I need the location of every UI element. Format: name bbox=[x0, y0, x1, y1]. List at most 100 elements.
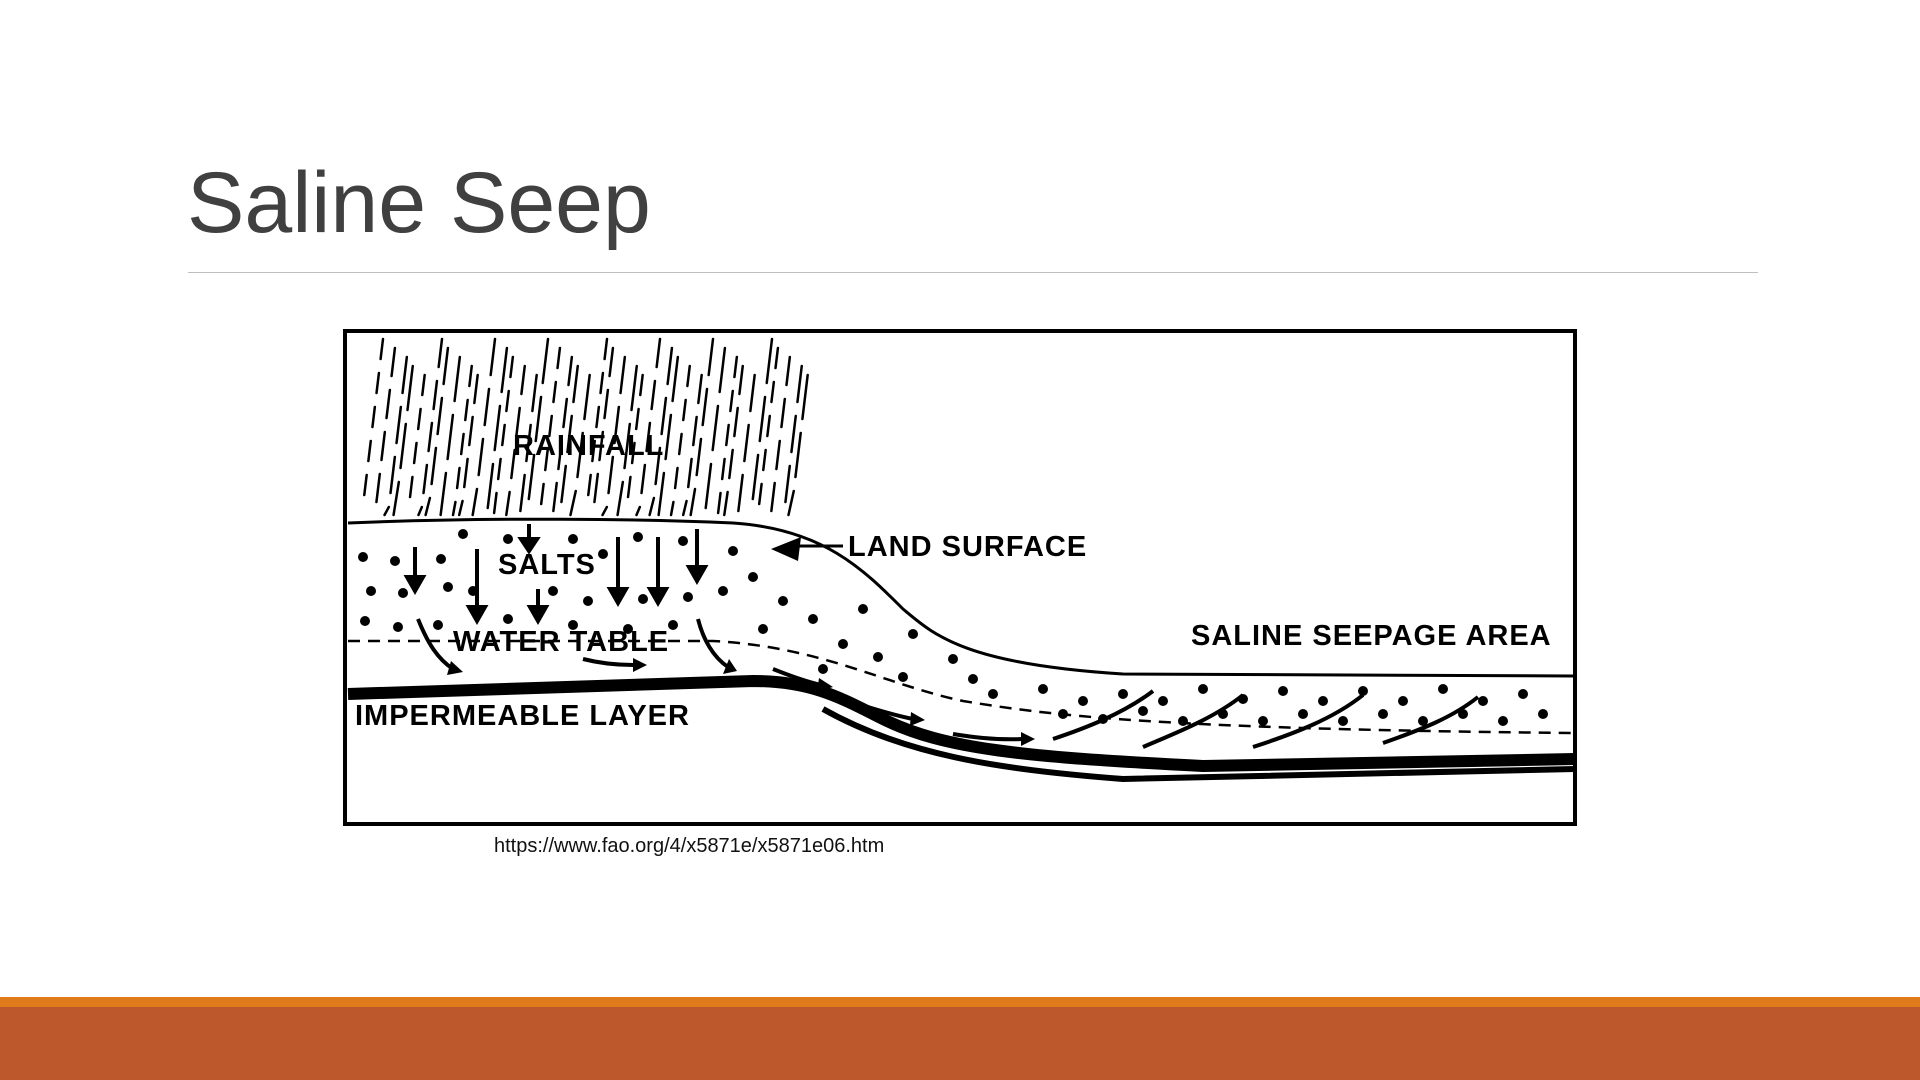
rain-streak bbox=[692, 415, 698, 447]
rain-streak bbox=[390, 346, 397, 378]
salt-dot bbox=[838, 639, 848, 649]
rain-streak bbox=[784, 464, 792, 504]
rain-streak bbox=[430, 446, 438, 486]
rain-streak bbox=[603, 337, 609, 361]
rain-streak bbox=[496, 457, 502, 481]
salt-dot bbox=[668, 620, 678, 630]
salt-dot bbox=[898, 672, 908, 682]
rain-streak bbox=[599, 371, 605, 395]
rain-streak bbox=[723, 490, 729, 517]
saline-seep-diagram: RAINFALL LAND SURFACE SALTS WATER TABLE … bbox=[343, 329, 1577, 826]
rain-streak bbox=[616, 480, 625, 517]
rain-streak bbox=[552, 481, 558, 513]
rain-streak bbox=[471, 487, 479, 517]
label-land-surface: LAND SURFACE bbox=[848, 531, 1087, 563]
rain-streak bbox=[758, 395, 767, 443]
rain-streak bbox=[576, 431, 584, 479]
rainfall-streaks bbox=[363, 337, 809, 517]
rain-streak bbox=[591, 439, 597, 463]
rain-streak bbox=[492, 491, 498, 515]
salt-dot bbox=[398, 588, 408, 598]
rain-streak bbox=[738, 364, 745, 396]
salt-dot bbox=[503, 614, 513, 624]
rain-streak bbox=[389, 455, 397, 495]
rain-streak bbox=[686, 364, 692, 388]
rain-streak bbox=[442, 346, 450, 386]
rain-streak bbox=[375, 472, 382, 504]
rain-streak bbox=[548, 414, 554, 438]
rain-streak bbox=[468, 415, 474, 447]
salt-dot bbox=[443, 582, 453, 592]
rain-streak bbox=[639, 373, 644, 397]
salt-dot bbox=[1278, 686, 1288, 696]
rain-streak bbox=[534, 395, 543, 443]
rain-streak bbox=[477, 437, 485, 477]
slide-title: Saline Seep bbox=[187, 155, 651, 251]
rain-streak bbox=[704, 462, 713, 510]
salt-dot bbox=[1338, 716, 1348, 726]
salt-dot bbox=[1158, 696, 1168, 706]
salt-dot bbox=[1358, 686, 1368, 696]
rain-streak bbox=[509, 355, 515, 379]
rain-streak bbox=[439, 471, 448, 517]
rain-streak bbox=[725, 423, 730, 447]
rain-streak bbox=[527, 453, 536, 501]
rain-streak bbox=[416, 407, 422, 431]
salt-dot bbox=[358, 552, 368, 562]
rain-streak bbox=[593, 472, 600, 504]
rain-streak bbox=[395, 405, 403, 445]
rain-streak bbox=[673, 466, 679, 490]
rain-streak bbox=[660, 396, 668, 436]
salt-dot bbox=[948, 654, 958, 664]
rain-streak bbox=[380, 430, 387, 462]
salt-dot bbox=[1498, 716, 1508, 726]
rain-streak bbox=[539, 482, 545, 506]
salt-dot bbox=[1538, 709, 1548, 719]
rain-streak bbox=[560, 464, 568, 504]
rain-streak bbox=[367, 439, 373, 463]
rain-streak bbox=[664, 413, 673, 461]
rain-streak bbox=[775, 439, 782, 471]
rain-streak bbox=[520, 364, 527, 396]
salt-dot bbox=[393, 622, 403, 632]
rain-streak bbox=[780, 397, 787, 429]
salt-dot bbox=[1198, 684, 1208, 694]
label-saline-seepage-area: SALINE SEEPAGE AREA bbox=[1191, 620, 1552, 652]
rain-streak bbox=[654, 446, 662, 486]
rain-streak bbox=[473, 373, 479, 405]
rain-streak bbox=[375, 371, 381, 395]
rain-streak bbox=[436, 396, 444, 436]
rain-streak bbox=[371, 405, 377, 429]
salt-dot bbox=[633, 532, 643, 542]
rain-streak bbox=[383, 505, 391, 517]
rain-streak bbox=[453, 355, 462, 403]
rain-streak bbox=[619, 355, 627, 395]
lateral-flow-arrowheads bbox=[447, 658, 1035, 746]
rain-streak bbox=[650, 379, 657, 411]
label-impermeable-layer: IMPERMEABLE LAYER bbox=[355, 700, 690, 732]
rain-streak bbox=[587, 473, 592, 497]
rain-streak bbox=[392, 480, 401, 517]
rain-streak bbox=[774, 346, 780, 370]
rain-streak bbox=[762, 448, 767, 472]
salt-dot bbox=[1078, 696, 1088, 706]
rain-streak bbox=[751, 453, 760, 501]
salt-dot bbox=[808, 614, 818, 624]
salt-dot bbox=[598, 549, 608, 559]
rain-streak bbox=[635, 505, 642, 517]
rain-streak bbox=[541, 337, 550, 385]
rain-streak bbox=[697, 373, 703, 405]
rain-streak bbox=[681, 499, 688, 517]
salt-dot bbox=[873, 652, 883, 662]
salt-dot bbox=[758, 624, 768, 634]
salt-dot bbox=[503, 534, 513, 544]
rain-streak bbox=[457, 499, 464, 517]
rain-streak bbox=[525, 423, 532, 463]
salt-dot bbox=[1418, 716, 1428, 726]
rain-streak bbox=[666, 346, 674, 386]
rain-streak bbox=[601, 505, 609, 517]
salt-dot bbox=[623, 624, 633, 634]
rain-streak bbox=[648, 496, 656, 517]
rain-streak bbox=[417, 505, 424, 517]
